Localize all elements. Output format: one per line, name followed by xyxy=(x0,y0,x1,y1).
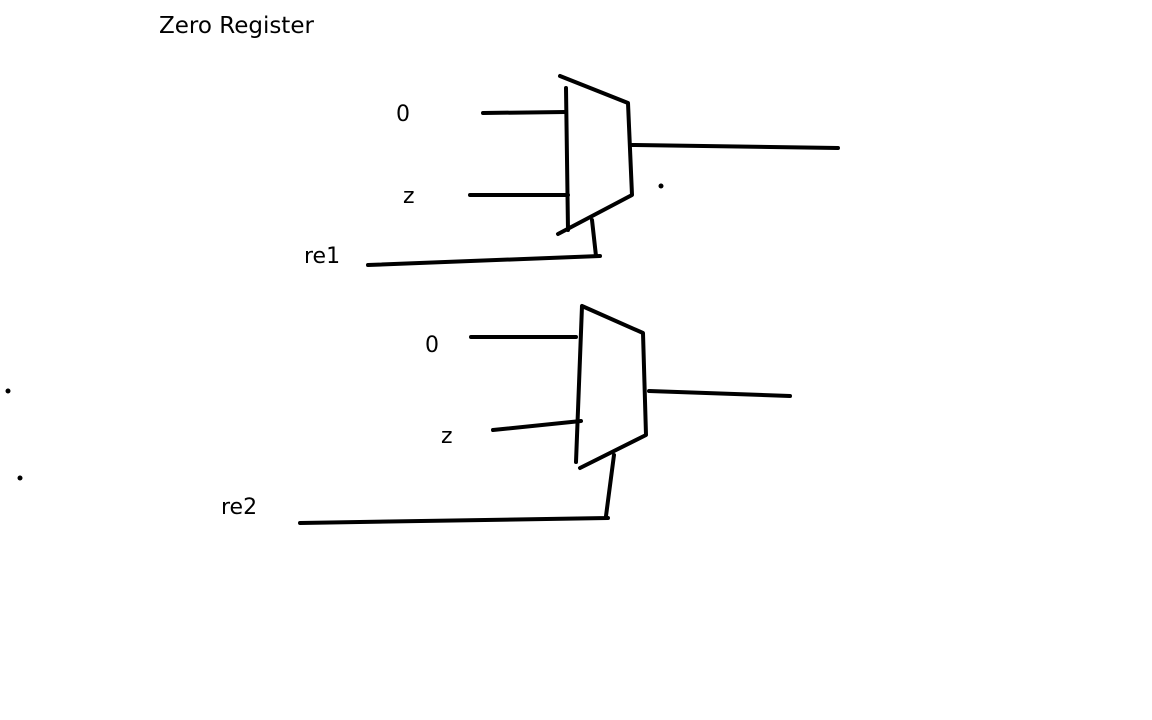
stray-dot xyxy=(17,475,23,481)
mux-2-input-1-wire xyxy=(491,419,583,432)
mux-1-input-0-wire xyxy=(481,110,568,115)
mux-1-body xyxy=(556,74,634,236)
stray-dot xyxy=(5,388,11,394)
mux-2-input-1-label: z xyxy=(441,424,453,449)
mux-2-select-wire xyxy=(298,453,616,525)
mux-1-select-label: re1 xyxy=(304,244,340,269)
diagram-title: Zero Register xyxy=(159,13,314,39)
stray-dot xyxy=(658,183,664,189)
mux-1: 0 z re1 xyxy=(304,74,840,269)
mux-1-input-1-label: z xyxy=(403,184,415,209)
mux-2-body xyxy=(574,304,648,470)
mux-1-select-wire xyxy=(366,218,602,267)
mux-1-input-0-label: 0 xyxy=(396,102,410,127)
mux-2-input-0-label: 0 xyxy=(425,333,439,358)
mux-2-select-label: re2 xyxy=(221,495,257,520)
mux-1-output-wire xyxy=(630,143,840,150)
mux-2-output-wire xyxy=(647,389,792,398)
mux-2: 0 z re2 xyxy=(221,304,792,525)
